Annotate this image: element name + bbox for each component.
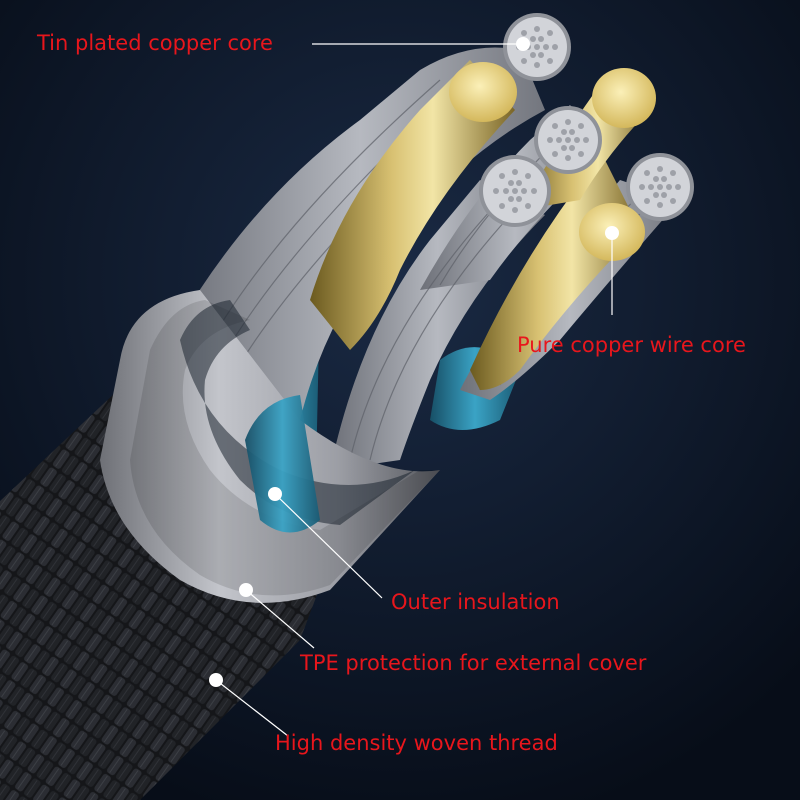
label-high-density-woven-thread: High density woven thread bbox=[275, 731, 558, 755]
leader-dots bbox=[209, 37, 619, 687]
label-outer-insulation: Outer insulation bbox=[391, 590, 560, 614]
leader-outer-insulation bbox=[274, 493, 383, 599]
dot-pure-copper bbox=[605, 226, 619, 240]
outer-insulation-conductor bbox=[245, 395, 320, 533]
label-tin-plated-copper-core: Tin plated copper core bbox=[37, 31, 273, 55]
leader-lines bbox=[215, 43, 613, 737]
wire-bundle bbox=[170, 13, 694, 540]
dot-outer-insulation bbox=[268, 487, 282, 501]
leader-tpe bbox=[245, 589, 315, 649]
dot-woven bbox=[209, 673, 223, 687]
label-tpe-protection: TPE protection for external cover bbox=[300, 651, 647, 675]
label-pure-copper-wire-core: Pure copper wire core bbox=[517, 333, 746, 357]
dot-tpe bbox=[239, 583, 253, 597]
dot-tin-plated bbox=[516, 37, 530, 51]
leader-woven bbox=[215, 679, 289, 737]
